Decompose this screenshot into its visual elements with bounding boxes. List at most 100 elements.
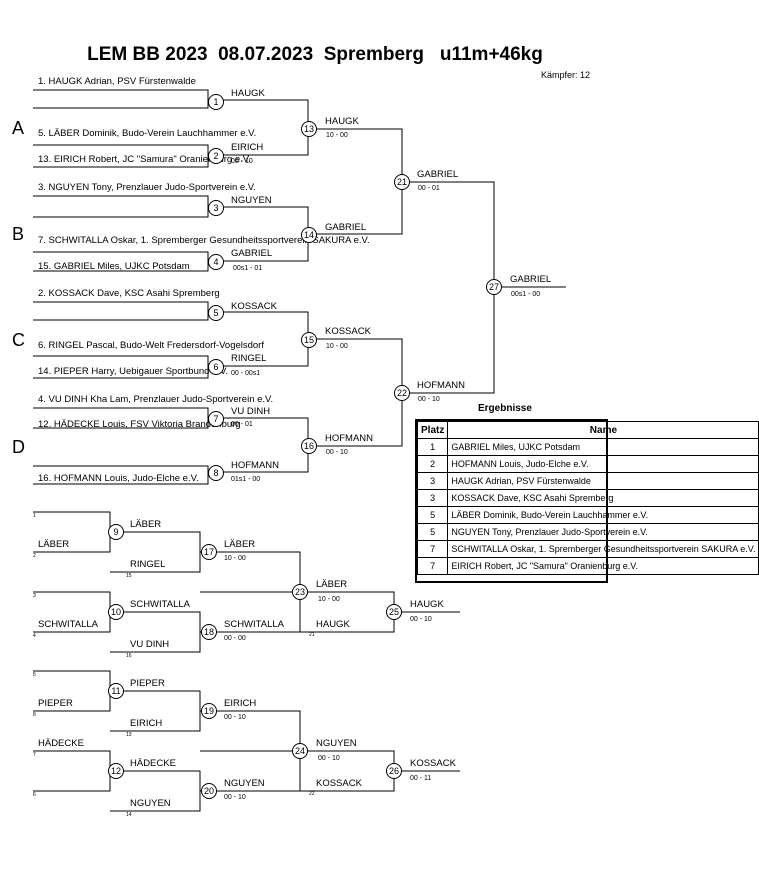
winner-label: GABRIEL xyxy=(417,169,459,180)
score: 00 - 10 xyxy=(418,396,440,403)
score: 00 - 10 xyxy=(326,449,348,456)
fight-number-18: 18 xyxy=(201,624,217,640)
entry-haugk: 1. HAUGK Adrian, PSV Fürstenwalde xyxy=(38,76,196,87)
winner-label: SCHWITALLA xyxy=(130,599,191,610)
bronze-winner-label: KOSSACK xyxy=(410,758,456,769)
winner-label: NGUYEN xyxy=(316,738,357,749)
fight-number-20: 20 xyxy=(201,783,217,799)
winner-label: LÄBER xyxy=(130,519,162,530)
fight-number-17: 17 xyxy=(201,544,217,560)
fight-number-3: 3 xyxy=(208,200,224,216)
winner-label: KOSSACK xyxy=(231,301,277,312)
fight-number-8: 8 xyxy=(208,465,224,481)
entry-schwitalla: 7. SCHWITALLA Oskar, 1. Spremberger Gesu… xyxy=(38,235,370,246)
seed-number: 8 xyxy=(33,712,36,718)
fight-number-9: 9 xyxy=(108,524,124,540)
score: 00 - 10 xyxy=(410,616,432,623)
place-cell: 3 xyxy=(416,489,449,507)
name-cell: SCHWITALLA Oskar, 1. Spremberger Gesundh… xyxy=(447,540,759,558)
pool-label-b: B xyxy=(12,224,25,244)
seed-number: 6 xyxy=(33,792,36,798)
entry-laeber: 5. LÄBER Dominik, Budo-Verein Lauchhamme… xyxy=(38,128,257,139)
champion-label: GABRIEL xyxy=(510,274,552,285)
fight-number-27: 27 xyxy=(486,279,502,295)
score: 10 - 00 xyxy=(326,343,348,350)
winner-label: SCHWITALLA xyxy=(224,619,285,630)
winner-label: VU DINH xyxy=(130,639,170,650)
seed-number: 16 xyxy=(126,653,132,659)
place-cell: 1 xyxy=(416,438,449,456)
entry-nguyen: 3. NGUYEN Tony, Prenzlauer Judo-Sportver… xyxy=(38,182,256,193)
place-cell: 5 xyxy=(416,506,449,524)
pool-label-c: C xyxy=(12,330,25,350)
winner-label: LÄBER xyxy=(224,539,256,550)
fight-number-26: 26 xyxy=(386,763,402,779)
seed-number: 5 xyxy=(33,672,36,678)
winner-label: KOSSACK xyxy=(316,778,362,789)
pool-label-d: D xyxy=(12,437,25,457)
score: 10 - 00 xyxy=(318,596,340,603)
winner-label: GABRIEL xyxy=(231,248,273,259)
score: 00 - 10 xyxy=(318,755,340,762)
seed-number: 1 xyxy=(33,513,36,519)
fight-number-16: 16 xyxy=(301,438,317,454)
place-cell: 5 xyxy=(416,523,449,541)
winner-label: RINGEL xyxy=(231,353,267,364)
fight-number-4: 4 xyxy=(208,254,224,270)
seed-number: 21 xyxy=(309,632,315,638)
fight-number-6: 6 xyxy=(208,359,224,375)
winner-label: KOSSACK xyxy=(325,326,371,337)
name-cell: KOSSACK Dave, KSC Asahi Spremberg xyxy=(447,489,759,507)
place-cell: 7 xyxy=(416,540,449,558)
fighter-count: Kämpfer: 12 xyxy=(541,70,591,80)
winner-label: HOFMANN xyxy=(417,380,466,391)
fight-number-25: 25 xyxy=(386,604,402,620)
winner-label: HAUGK xyxy=(325,116,359,127)
score: 00 - 01 xyxy=(231,421,253,428)
fight-number-1: 1 xyxy=(208,94,224,110)
place-cell: 7 xyxy=(416,557,449,575)
winner-label: EIRICH xyxy=(231,142,264,153)
name-cell: HAUGK Adrian, PSV Fürstenwalde xyxy=(447,472,759,490)
seed-number: 2 xyxy=(33,553,36,559)
entry-pieper: 14. PIEPER Harry, Uebigauer Sportbund e.… xyxy=(38,366,229,377)
entry-hofmann: 16. HOFMANN Louis, Judo-Elche e.V. xyxy=(38,473,199,484)
fight-number-2: 2 xyxy=(208,148,224,164)
name-cell: NGUYEN Tony, Prenzlauer Judo-Sportverein… xyxy=(447,523,759,541)
entry-ringel: 6. RINGEL Pascal, Budo-Welt Fredersdorf-… xyxy=(38,340,264,351)
score: 00s1 - 01 xyxy=(233,265,263,272)
seed-number: 7 xyxy=(33,752,36,758)
seed-number: 13 xyxy=(126,732,132,738)
seed-number: 3 xyxy=(33,593,36,599)
winner-label: HÄDECKE xyxy=(130,758,176,769)
winner-label: LÄBER xyxy=(316,579,348,590)
place-cell: 2 xyxy=(416,455,449,473)
winner-label: GABRIEL xyxy=(325,222,367,233)
entry-vu-dinh: 4. VU DINH Kha Lam, Prenzlauer Judo-Spor… xyxy=(38,394,274,405)
fight-number-21: 21 xyxy=(394,174,410,190)
repechage-entry: HÄDECKE xyxy=(38,738,84,749)
bronze-winner-label: HAUGK xyxy=(410,599,444,610)
page-title: LEM BB 2023 08.07.2023 Spremberg u11m+46… xyxy=(87,44,543,65)
score: 00 - 10 xyxy=(231,158,253,165)
place-cell: 3 xyxy=(416,472,449,490)
fight-number-15: 15 xyxy=(301,332,317,348)
winner-label: HOFMANN xyxy=(325,433,374,444)
winner-label: EIRICH xyxy=(130,718,163,729)
fight-number-11: 11 xyxy=(108,683,124,699)
winner-label: RINGEL xyxy=(130,559,166,570)
seed-number: 22 xyxy=(309,791,315,797)
score: 00 - 00 xyxy=(224,635,246,642)
repechage-entry: PIEPER xyxy=(38,698,73,709)
score: 00 - 00s1 xyxy=(231,370,261,377)
fight-number-13: 13 xyxy=(301,121,317,137)
repechage-entry: LÄBER xyxy=(38,539,70,550)
winner-label: HOFMANN xyxy=(231,460,280,471)
